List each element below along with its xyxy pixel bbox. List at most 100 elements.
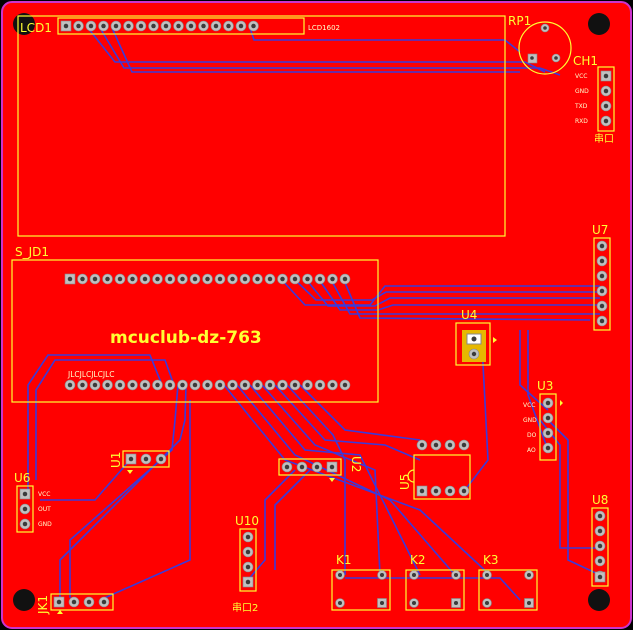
- u3-pin-ao: AO: [527, 447, 536, 454]
- u10-pad-1-hole: [245, 534, 251, 540]
- sjd1-top-pad-7-hole: [142, 276, 148, 282]
- sjd1-top-pins: [64, 273, 351, 285]
- u3-pad-3-hole: [545, 430, 551, 436]
- sjd1-top-pad-18-hole: [280, 276, 285, 282]
- u7-pad-6-hole: [599, 318, 605, 324]
- ch1-connector: CH1 VCC GND TXD RXD 串口: [573, 54, 615, 145]
- ch1-pad-4-hole: [603, 118, 609, 124]
- sjd1-bottom-pad-7-hole: [142, 382, 148, 388]
- u1-ref: U1: [109, 452, 123, 468]
- sjd1-bottom-pad-13-hole: [217, 382, 223, 388]
- u7-connector: U7: [592, 223, 611, 331]
- sjd1-top-pad-21-hole: [317, 276, 323, 282]
- k1-button: K1: [331, 553, 391, 611]
- sjd1-top-pad-17-hole: [267, 276, 273, 282]
- u5-bottom-pad-4-hole: [461, 488, 467, 494]
- u7-ref: U7: [592, 223, 608, 237]
- ch1-label: 串口: [594, 133, 614, 145]
- sjd1-bottom-pad-21-hole: [317, 382, 323, 388]
- lcd1-pad-14-hole: [226, 23, 231, 29]
- lcd1-pad-16-hole: [251, 23, 256, 29]
- jk1-connector: JK1: [36, 593, 114, 615]
- u5-top-pad-4-hole: [461, 442, 467, 448]
- key-pad-9-hole: [484, 572, 490, 578]
- lcd1-ref: LCD1: [20, 21, 52, 35]
- lcd1-pad-5-hole: [113, 23, 119, 29]
- ch1-pad-3-hole: [603, 103, 609, 109]
- u2-pad-3-hole: [314, 464, 320, 470]
- sjd1-top-pad-20-hole: [305, 276, 310, 282]
- key-pad-2-hole: [379, 572, 385, 578]
- traces: [27, 27, 601, 601]
- u7-pad-5-hole: [599, 303, 605, 309]
- u1-pad-1-hole: [128, 456, 134, 462]
- u8-pad-4-hole: [597, 558, 603, 564]
- ch1-pin-txd: TXD: [574, 103, 588, 110]
- lcd1-pad-6-hole: [126, 23, 131, 29]
- u6-pin-gnd: GND: [38, 521, 52, 528]
- u6-pad-1-hole: [22, 491, 28, 497]
- sjd1-bottom-pad-17-hole: [267, 382, 273, 388]
- u8-pad-6-hole: [597, 574, 603, 580]
- lcd1-pad-9-hole: [163, 23, 169, 29]
- lcd1-pad-3-hole: [88, 23, 94, 29]
- u10-pad-2-hole: [245, 549, 251, 555]
- sjd1-top-pad-1-hole: [67, 276, 73, 282]
- sjd1-bottom-pad-23-hole: [342, 382, 348, 388]
- u1-pad-3-hole: [158, 456, 164, 462]
- lcd1-pad-15-hole: [238, 23, 244, 29]
- u6-pin-out: OUT: [38, 506, 51, 513]
- sjd1-bottom-pad-11-hole: [192, 382, 198, 388]
- k1-ref: K1: [336, 553, 352, 567]
- sjd1-top-pad-12-hole: [205, 276, 210, 282]
- u2-connector: U2: [278, 456, 363, 482]
- sjd1-jlc-text: JLCJLCJLCJLC: [67, 370, 115, 379]
- lcd1-pad-11-hole: [188, 23, 194, 29]
- u10-pad-4-hole: [245, 579, 251, 585]
- sjd1-module: S_JD1 mcuclub-dz-763 JLCJLCJLCJLC: [11, 245, 379, 403]
- k3-ref: K3: [483, 553, 499, 567]
- lcd1-pad-12-hole: [201, 23, 206, 29]
- lcd1-pad-8-hole: [151, 23, 156, 29]
- u10-connector: U10 串口2: [232, 514, 259, 614]
- key-pad-11-hole: [484, 600, 490, 606]
- lcd1-label: LCD1602: [308, 24, 340, 32]
- sjd1-top-pad-4-hole: [105, 276, 110, 282]
- sjd1-bottom-pad-6-hole: [130, 382, 135, 388]
- u3-pin-do: DO: [527, 432, 537, 439]
- u8-pad-3-hole: [597, 543, 603, 549]
- sjd1-bottom-pad-3-hole: [92, 382, 98, 388]
- sjd1-bottom-pad-1-hole: [67, 382, 73, 388]
- sjd1-bottom-pad-9-hole: [167, 382, 173, 388]
- ch1-pin-gnd: GND: [575, 88, 589, 95]
- sjd1-ref: S_JD1: [15, 245, 49, 259]
- sjd1-bottom-pad-12-hole: [205, 382, 210, 388]
- u5-bottom-pad-1-hole: [419, 488, 425, 494]
- u4-ref: U4: [461, 308, 477, 322]
- u6-pad-3-hole: [22, 521, 28, 527]
- jk1-pad-1-hole: [56, 599, 62, 605]
- u6-pin-vcc: VCC: [38, 491, 50, 498]
- sjd1-bottom-pad-2-hole: [80, 382, 85, 388]
- u4-component: U4: [455, 308, 497, 366]
- lcd1-pad-10-hole: [176, 23, 181, 29]
- u3-sensor: U3 VCC GND DO AO: [523, 379, 563, 461]
- sjd1-bottom-pad-14-hole: [230, 382, 235, 388]
- sjd1-bottom-pad-10-hole: [180, 382, 185, 388]
- u3-pad-2-hole: [545, 415, 551, 421]
- u6-pad-2-hole: [22, 506, 28, 512]
- u2-pad-2-hole: [299, 464, 305, 470]
- key-pad-3-hole: [337, 600, 343, 606]
- u10-label: 串口2: [232, 602, 258, 614]
- sjd1-bottom-pad-4-hole: [105, 382, 110, 388]
- u6-sensor: U6 VCC OUT GND: [14, 471, 52, 533]
- u5-top-pad-2-hole: [433, 442, 439, 448]
- u7-pad-1-hole: [599, 243, 605, 249]
- key-pad-8-hole: [453, 600, 459, 606]
- sjd1-top-pad-22-hole: [330, 276, 335, 282]
- u8-pad-2-hole: [597, 528, 603, 534]
- sjd1-top-pad-2-hole: [80, 276, 85, 282]
- k2-button: K2: [405, 553, 465, 611]
- u3-pad-4-hole: [545, 445, 551, 451]
